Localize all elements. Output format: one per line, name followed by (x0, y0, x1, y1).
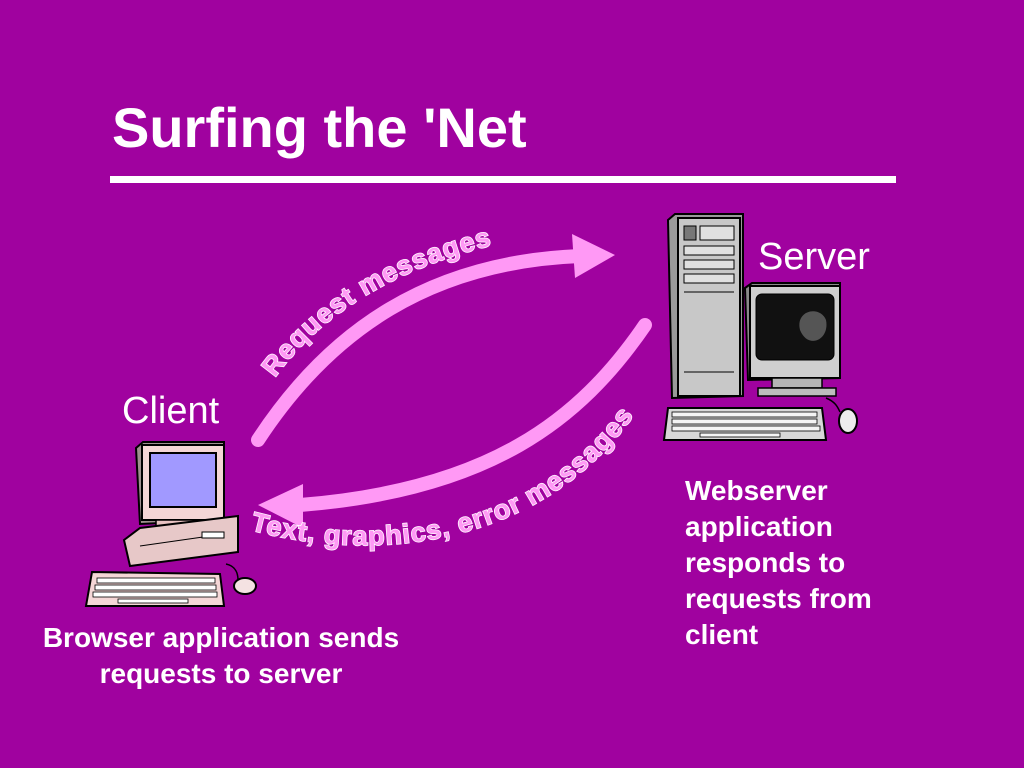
client-description: Browser application sends requests to se… (42, 622, 400, 689)
server-description: Webserver application responds to reques… (685, 475, 872, 650)
title-underline (110, 176, 896, 183)
slide-title: Surfing the 'Net (112, 96, 527, 159)
request-arrow (251, 234, 615, 447)
response-arrow (258, 318, 652, 528)
client-label: Client (122, 390, 220, 432)
server-label: Server (758, 236, 870, 278)
tower-server-icon (662, 213, 858, 441)
request-arrow-label: Request messages (256, 222, 495, 382)
desktop-computer-icon (84, 441, 257, 607)
